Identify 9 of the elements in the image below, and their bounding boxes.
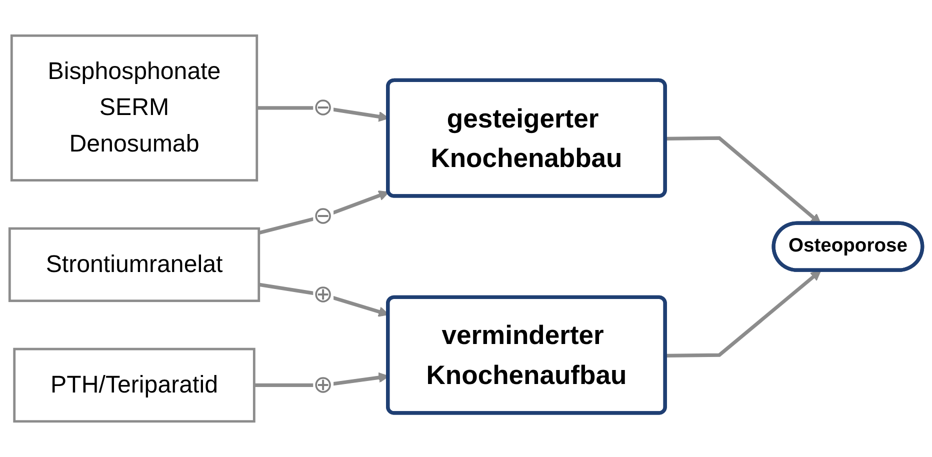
arrow xyxy=(666,270,822,358)
edge-label: ⊖ xyxy=(313,94,334,122)
edge-label: ⊖ xyxy=(313,203,334,230)
arrow xyxy=(258,190,390,235)
node-box: Bisphosphonate SERM Denosumab xyxy=(10,34,258,182)
node-box: PTH/Teriparatid xyxy=(13,348,256,423)
edge-label: ⊕ xyxy=(313,372,334,398)
node-box: Strontiumranelat xyxy=(8,227,260,302)
edge-label: ⊕ xyxy=(313,282,334,308)
